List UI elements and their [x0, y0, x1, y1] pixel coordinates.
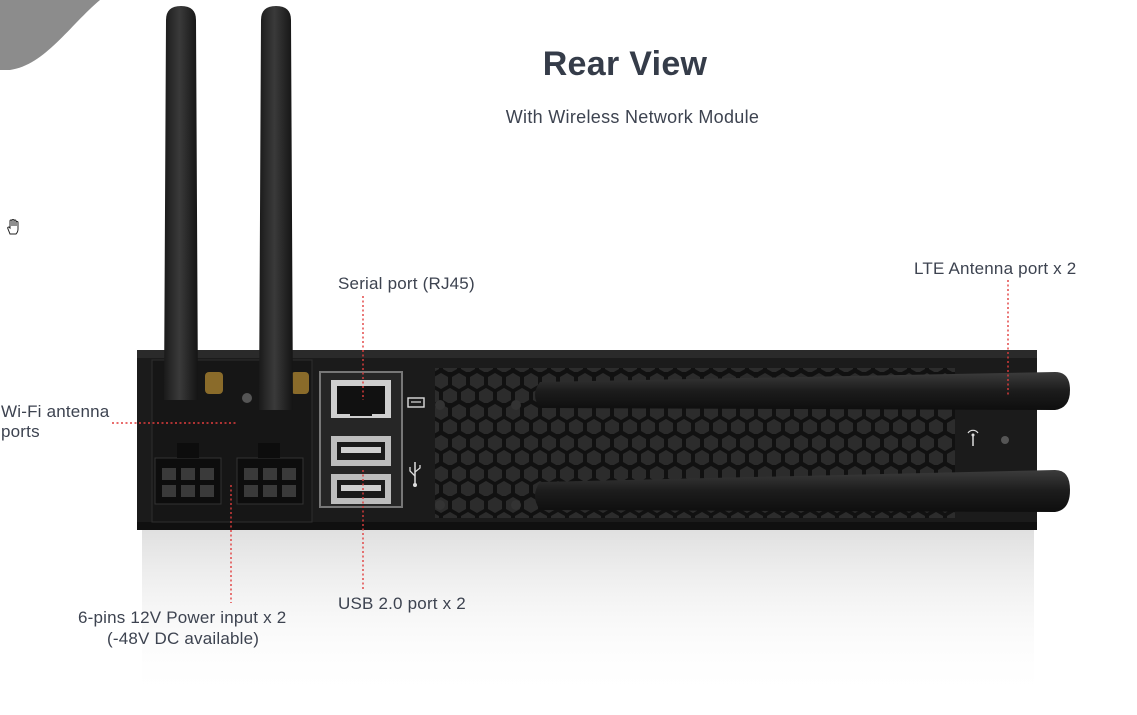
serial-port-icon — [407, 397, 425, 408]
wifi-antenna-2 — [259, 6, 293, 410]
usb-ports — [331, 436, 391, 504]
leader-lines — [112, 280, 1009, 603]
page-title: Rear View — [542, 45, 708, 83]
lte-antenna-top — [535, 372, 1070, 410]
antenna-icon — [967, 429, 979, 446]
wifi-antenna-1 — [164, 6, 198, 400]
hand-cursor-icon — [7, 218, 19, 235]
device-reflection — [142, 530, 1034, 700]
power-connector-left — [154, 443, 222, 505]
usb-icon — [409, 462, 421, 487]
callout-serial-port: Serial port (RJ45) — [338, 274, 475, 293]
callout-wifi-antenna-line2: ports — [1, 422, 40, 441]
callout-power-input-line1: 6-pins 12V Power input x 2 — [78, 608, 287, 627]
lte-antenna-bottom — [535, 470, 1070, 512]
page-subtitle: With Wireless Network Module — [505, 107, 760, 127]
callout-usb-port: USB 2.0 port x 2 — [338, 594, 466, 613]
callout-lte-antenna: LTE Antenna port x 2 — [914, 259, 1077, 278]
wifi-antenna-bases — [205, 372, 309, 394]
power-connector-right — [236, 443, 304, 505]
callout-wifi-antenna-line1: Wi-Fi antenna — [1, 402, 110, 421]
rj45-port — [331, 380, 391, 418]
screws — [242, 393, 1009, 510]
corner-decoration — [0, 0, 100, 70]
callout-power-input-line2: (-48V DC available) — [107, 629, 260, 648]
